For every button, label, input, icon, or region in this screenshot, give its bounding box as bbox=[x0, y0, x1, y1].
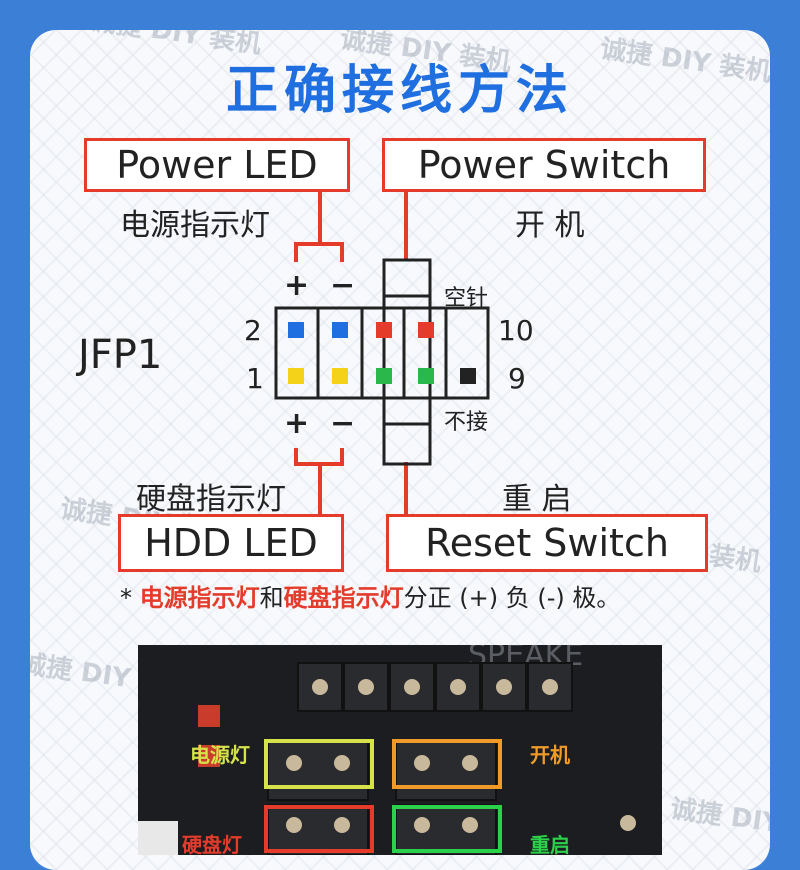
note-hdd-led: 硬盘指示灯 bbox=[283, 584, 404, 612]
power-led-cn-label: 电源指示灯 bbox=[120, 208, 270, 243]
page-title: 正确接线方法 bbox=[225, 61, 574, 121]
power-switch-cn-label: 开 机 bbox=[515, 208, 585, 243]
reset-highlight bbox=[392, 805, 502, 853]
hdd-led-cn-label: 硬盘指示灯 bbox=[136, 482, 286, 517]
pin-reset bbox=[418, 368, 434, 384]
power-led-wire-minus bbox=[320, 242, 344, 262]
minus-sign-top: − bbox=[330, 268, 356, 303]
note-suffix: 分正 (+) 负 (-) 极。 bbox=[403, 584, 621, 612]
pin-hdd-led-minus bbox=[332, 368, 348, 384]
hdd-led-box: HDD LED bbox=[118, 514, 344, 572]
pin-unused bbox=[460, 368, 476, 384]
pin-hdd-led-plus bbox=[288, 368, 304, 384]
plus-sign-bottom: + bbox=[284, 406, 310, 441]
note-prefix: * bbox=[120, 584, 140, 612]
note-and: 和 bbox=[259, 584, 284, 612]
note-power-led: 电源指示灯 bbox=[139, 584, 260, 612]
pin-number-9: 9 bbox=[508, 362, 526, 395]
pin-power-switch bbox=[376, 322, 392, 338]
power-led-wire-plus bbox=[294, 192, 322, 262]
power-switch-box: Power Switch bbox=[382, 138, 706, 192]
power-switch-highlight bbox=[392, 739, 502, 789]
empty-pin-label: 空针 bbox=[444, 286, 489, 311]
reset-switch-box: Reset Switch bbox=[386, 514, 708, 572]
header-name: JFP1 bbox=[78, 332, 163, 378]
reset-cn-label: 重 启 bbox=[502, 482, 572, 517]
pin-power-led-minus bbox=[332, 322, 348, 338]
pin-power-led-plus bbox=[288, 322, 304, 338]
switch-reset-bracket bbox=[382, 258, 432, 466]
hdd-led-highlight bbox=[264, 805, 374, 853]
motherboard-photo: SPEAKE 电源灯 开机 硬盘灯 重启 bbox=[138, 645, 662, 855]
pin-power-switch bbox=[418, 322, 434, 338]
photo-label-hdd-led: 硬盘灯 bbox=[182, 833, 242, 855]
pin-number-1: 1 bbox=[246, 362, 264, 395]
power-led-highlight bbox=[264, 739, 374, 789]
photo-label-power-led: 电源灯 bbox=[190, 743, 250, 767]
pin-number-2: 2 bbox=[244, 314, 262, 347]
pin-number-10: 10 bbox=[498, 314, 534, 347]
header-outline bbox=[274, 306, 490, 400]
pin-reset bbox=[376, 368, 392, 384]
photo-label-reset: 重启 bbox=[530, 833, 570, 855]
photo-label-power-switch: 开机 bbox=[530, 743, 570, 767]
plus-sign-top: + bbox=[284, 268, 310, 303]
no-connect-label: 不接 bbox=[444, 410, 489, 435]
minus-sign-bottom: − bbox=[330, 406, 356, 441]
hdd-led-wire-minus bbox=[320, 448, 344, 466]
polarity-note: * 电源指示灯和硬盘指示灯分正 (+) 负 (-) 极。 bbox=[120, 578, 620, 613]
power-led-box: Power LED bbox=[84, 138, 350, 192]
motherboard-illustration: SPEAKE bbox=[138, 645, 662, 855]
hdd-led-wire-plus bbox=[294, 448, 322, 514]
